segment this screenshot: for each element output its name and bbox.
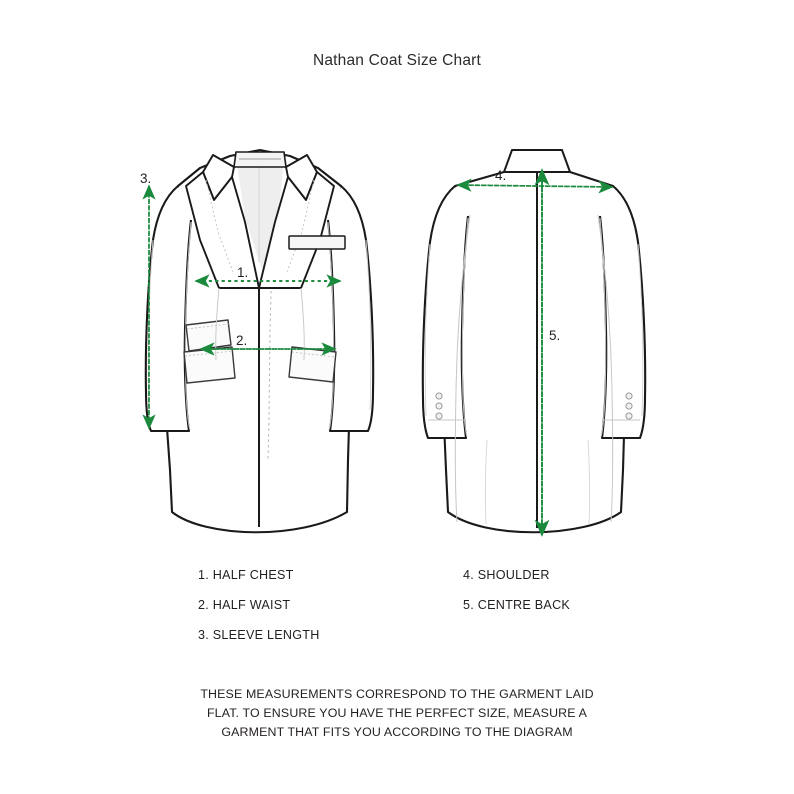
measure-half-chest: 1. [194,265,342,288]
page-title: Nathan Coat Size Chart [312,52,482,69]
front-collar-band [233,151,287,168]
front-right-lapel-stitch [286,179,315,273]
shoulder-arrow-right [457,180,614,194]
front-right-princess-seam [300,287,305,361]
measure-shoulder: 4. [456,168,614,194]
measure-half-waist: 2. [199,333,337,356]
back-left-sleeve-fold [424,243,431,417]
back-coat-illustration [421,149,647,534]
marker-label-shoulder: 4. [495,168,506,183]
front-left-ticket-pocket [185,319,232,352]
legend-item-half-waist: 2. HALF WAIST [198,598,291,612]
front-left-princess-seam [215,287,220,361]
back-right-sleeve [598,185,647,440]
back-left-sleeve-seam [461,217,469,438]
front-left-hip-pocket [183,346,236,384]
marker-label-sleeve: 3. [140,171,151,186]
back-right-cuff-button-1 [625,392,633,400]
front-left-lapel-stitch [205,179,234,273]
footer-line-1: THESE MEASUREMENTS CORRESPOND TO THE GAR… [200,687,594,701]
legend: 1. HALF CHEST 2. HALF WAIST 3. SLEEVE LE… [0,560,794,650]
measure-sleeve-length: 3. [140,171,156,430]
front-left-lapel [185,171,260,289]
back-right-cuff-button-2 [625,402,633,410]
marker-label-centre-back: 5. [549,328,560,343]
back-right-vent-line [587,439,591,525]
back-left-sleeve [421,185,470,440]
back-right-sleeve-seam [599,217,607,438]
marker-label-waist: 2. [236,333,247,348]
back-left-princess-seam [454,214,471,523]
back-left-vent-line [484,439,488,525]
legend-column-right: 4. SHOULDER 5. CENTRE BACK [463,560,570,620]
measure-centre-back: 5. [534,168,560,537]
front-chest-pocket [288,235,346,250]
front-coat-illustration [144,148,375,534]
back-left-cuff-button-2 [435,402,443,410]
back-left-cuff-button-1 [435,392,443,400]
legend-item-half-chest: 1. HALF CHEST [198,568,294,582]
legend-item-centre-back: 5. CENTRE BACK [463,598,571,612]
front-left-sleeve [144,185,193,433]
back-body-outline [441,170,627,534]
legend-item-shoulder: 4. SHOULDER [463,568,550,582]
back-right-cuff-button-3 [625,412,633,420]
back-right-princess-seam [597,214,614,523]
legend-column-left: 1. HALF CHEST 2. HALF WAIST 3. SLEEVE LE… [198,560,320,650]
back-right-sleeve-fold [637,243,644,417]
front-inner-shading [236,158,284,270]
front-button-stand [267,257,273,461]
legend-item-sleeve-length: 3. SLEEVE LENGTH [198,628,320,642]
footer-line-2: FLAT. TO ENSURE YOU HAVE THE PERFECT SIZ… [206,706,588,720]
front-right-hip-pocket-stitch [291,351,336,358]
footer-line-3: GARMENT THAT FITS YOU ACCORDING TO THE D… [221,725,573,739]
back-collar [503,149,571,173]
front-right-sleeve-fold [365,239,372,411]
front-right-sleeve [326,185,375,433]
back-left-cuff-button-3 [435,412,443,420]
front-left-ticket-pocket-stitch [186,323,230,330]
marker-label-chest: 1. [237,265,248,280]
footer-note: THESE MEASUREMENTS CORRESPOND TO THE GAR… [167,685,627,742]
